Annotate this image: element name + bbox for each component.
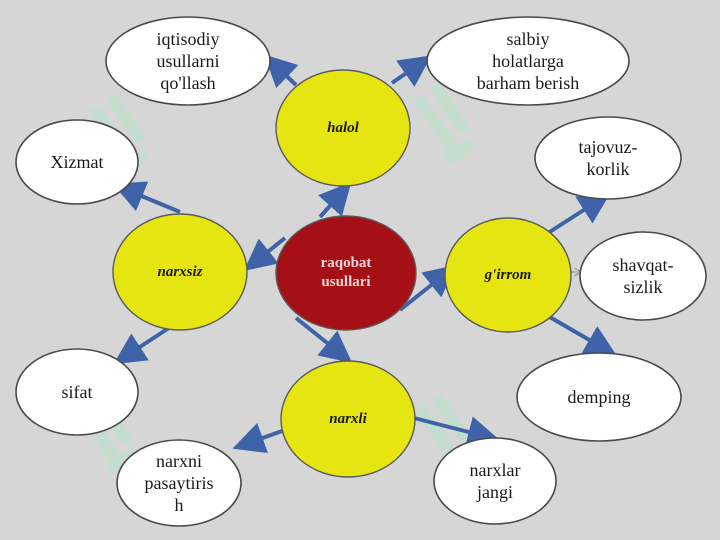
node-halol [275, 69, 411, 187]
watermark-mark [414, 84, 474, 164]
node-demping [516, 352, 682, 442]
connector-raqobat-halol [318, 182, 352, 219]
node-iqtisodiy [105, 16, 271, 106]
connector-narxsiz-xizmat [112, 181, 181, 214]
node-xizmat [15, 119, 139, 205]
node-narxli [280, 360, 416, 478]
connector-halol-salbiy [390, 55, 432, 87]
node-narxsiz [112, 213, 248, 331]
connectors [112, 54, 617, 454]
connector-narxli-jangi [413, 416, 500, 448]
connector-girrom-demping [546, 314, 617, 357]
connector-raqobat-narxli [294, 316, 353, 363]
node-salbiy [426, 16, 630, 106]
node-pasaytirish [116, 439, 242, 527]
node-jangi [433, 437, 557, 525]
node-tajovuz [534, 116, 682, 200]
connector-raqobat-narxsiz [243, 236, 287, 271]
nodes [15, 16, 707, 527]
connector-raqobat-girrom [398, 265, 457, 312]
connector-halol-iqtisodiy [264, 54, 299, 89]
connector-girrom-tajovuz [546, 192, 611, 235]
node-shavqat [579, 231, 707, 321]
node-raqobat [275, 215, 417, 331]
node-sifat [15, 348, 139, 436]
node-girrom [444, 217, 572, 333]
